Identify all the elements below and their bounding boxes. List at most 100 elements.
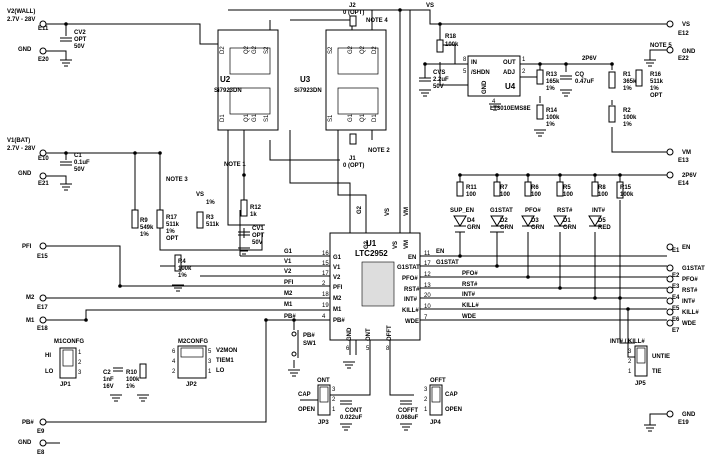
- jumper-j1[interactable]: NOTE 2 J1 0 (OPT): [343, 133, 390, 169]
- r11-resistor: R11 100: [456, 181, 477, 198]
- svg-text:PB#: PB#: [284, 314, 296, 320]
- jumper-jp4[interactable]: OFFT CAP OPEN 3 2 1 JP4: [424, 378, 462, 426]
- svg-text:OPEN: OPEN: [445, 407, 462, 413]
- c2-capacitor: C2 1nF 16V: [103, 367, 123, 390]
- c1-capacitor: C1 0.1uF 50V: [60, 153, 90, 173]
- svg-text:Q1: Q1: [244, 113, 250, 122]
- svg-text:D2: D2: [500, 218, 508, 224]
- terminal-dot: [666, 319, 674, 327]
- svg-text:PFO#: PFO#: [462, 271, 478, 277]
- svg-text:100k: 100k: [126, 377, 140, 383]
- terminal-dot: [666, 308, 674, 316]
- terminal-dot: [39, 418, 47, 426]
- svg-text:E4: E4: [672, 295, 680, 301]
- svg-text:M2: M2: [284, 291, 293, 297]
- cvs-capacitor: CVS 2.2uF 50V: [419, 70, 449, 90]
- switch-sw1[interactable]: PB# SW1: [291, 330, 317, 358]
- terminal-2p6v-e14[interactable]: 2P6V E14: [666, 171, 697, 187]
- j2-body: [349, 15, 357, 27]
- terminal-gnd-e8[interactable]: GND E8: [18, 439, 47, 456]
- svg-text:12: 12: [424, 272, 431, 278]
- jp1-body: [59, 347, 77, 379]
- terminal-vm-e13[interactable]: VM E13: [666, 148, 691, 164]
- terminal-gnd-e20[interactable]: GND E20: [18, 47, 49, 63]
- svg-text:GND: GND: [18, 440, 32, 446]
- r17-resistor: NOTE 3 R17 511k 1% OPT: [156, 177, 188, 242]
- terminal-v1bat[interactable]: V1(BAT) 2.7V - 28V E10: [7, 138, 49, 162]
- r16-resistor: NOTE 5 R16 511k 1% OPT: [635, 43, 672, 99]
- svg-text:E18: E18: [37, 326, 48, 332]
- terminal-en-e1[interactable]: EN E1: [666, 243, 690, 254]
- svg-text:1%: 1%: [178, 273, 187, 279]
- led-row: R11 100 SUP_EN D4 GRN R7 100 G1STAT D2 O…: [450, 181, 634, 231]
- svg-text:2: 2: [172, 369, 176, 375]
- svg-text:NOTE 5: NOTE 5: [650, 43, 672, 49]
- svg-text:8: 8: [386, 346, 390, 352]
- svg-text:100: 100: [563, 192, 574, 198]
- terminal-pbn[interactable]: PB# E9: [22, 418, 47, 435]
- svg-text:NOTE 4: NOTE 4: [366, 18, 388, 24]
- svg-text:EN: EN: [408, 255, 416, 261]
- terminal-dot: [39, 149, 47, 157]
- jumper-jp5[interactable]: INT# / KILL# UNTIE TIE 3 2 1 JP5: [610, 339, 670, 387]
- svg-text:E20: E20: [38, 57, 49, 63]
- svg-text:1%: 1%: [140, 232, 149, 238]
- terminal-pfi[interactable]: PFI E15: [22, 242, 48, 260]
- svg-text:D2: D2: [220, 46, 226, 54]
- terminal-vs-e12[interactable]: VS E12: [666, 20, 690, 37]
- terminal-m1[interactable]: M1 E18: [26, 316, 48, 332]
- svg-text:E1: E1: [672, 248, 680, 254]
- svg-text:OPEN: OPEN: [298, 407, 315, 413]
- jp4-shunt: [431, 386, 441, 403]
- vs-net-label: VS: [426, 3, 434, 9]
- svg-text:SW1: SW1: [303, 341, 317, 347]
- svg-text:R11: R11: [466, 185, 477, 191]
- svg-text:2.7V - 28V: 2.7V - 28V: [7, 17, 35, 23]
- jumper-jp1[interactable]: M1CONFG HI LO 1 2 3 JP1: [45, 339, 84, 388]
- u1-net-labels: G1 V1 V2 PFI M2 M1 PB# EN G1STAT PFO# RS…: [284, 205, 479, 320]
- terminal-gnd-e22[interactable]: GND E22: [666, 46, 696, 62]
- terminal-int-e5[interactable]: INT# E5: [666, 297, 696, 312]
- terminal-v2wall[interactable]: V2(WALL) 2.7V - 28V E11: [7, 9, 49, 32]
- terminal-dot: [39, 242, 47, 250]
- svg-text:INT#: INT#: [682, 299, 696, 305]
- terminal-gnd-e19[interactable]: GND E19: [666, 410, 696, 426]
- terminal-m2[interactable]: M2 E17: [26, 294, 48, 311]
- jumper-jp2[interactable]: M2CONFG 6 4 2 5 3 1 V2MON TIEM1 LO JP2: [172, 339, 237, 388]
- terminal-wde-e7[interactable]: WDE E7: [666, 319, 696, 334]
- svg-text:R18: R18: [445, 34, 457, 40]
- svg-text:D5: D5: [598, 218, 606, 224]
- svg-text:PB#: PB#: [22, 420, 34, 426]
- svg-text:V1(BAT): V1(BAT): [7, 138, 30, 144]
- jumper-j2[interactable]: J2 0 (OPT) NOTE 4: [343, 3, 388, 27]
- svg-text:M1: M1: [284, 302, 293, 308]
- svg-text:ORN: ORN: [500, 225, 513, 231]
- svg-text:V1: V1: [284, 259, 292, 265]
- terminal-gnd-e21[interactable]: GND E21: [18, 171, 49, 187]
- svg-text:WDE: WDE: [405, 319, 419, 325]
- svg-text:V2(WALL): V2(WALL): [7, 9, 35, 15]
- svg-text:G1: G1: [348, 113, 354, 122]
- svg-text:ADJ: ADJ: [503, 70, 515, 76]
- jumper-jp3[interactable]: ONT CAP OPEN 3 2 1 JP3: [298, 378, 336, 426]
- svg-text:E13: E13: [678, 158, 689, 164]
- svg-text:G1STAT: G1STAT: [490, 208, 513, 214]
- svg-text:RST#: RST#: [404, 287, 420, 293]
- 2p6v-net-label: 2P6V: [582, 56, 597, 62]
- terminal-pfo-e3[interactable]: PFO# E3: [666, 275, 698, 290]
- terminal-kill-e6[interactable]: KILL# E6: [666, 308, 699, 323]
- svg-text:18: 18: [322, 292, 329, 298]
- r9-resistor: R9 549k 1%: [131, 209, 154, 238]
- svg-text:E10: E10: [38, 156, 49, 162]
- terminal-rst-e4[interactable]: RST# E4: [666, 286, 698, 301]
- svg-text:19: 19: [322, 303, 329, 309]
- jp3-body: [317, 384, 331, 416]
- svg-text:Q2: Q2: [360, 45, 366, 54]
- svg-text:50V: 50V: [252, 240, 263, 246]
- terminal-dot: [39, 20, 47, 28]
- r4-resistor: R4 100k 1%: [174, 254, 192, 279]
- u1-ltc2952: U1 LTC2952 G1 V1 V2 PFI M2 M1 PB# 16 15 …: [322, 232, 431, 352]
- terminal-dot: [666, 20, 674, 28]
- svg-text:165k: 165k: [546, 79, 560, 85]
- terminal-g1stat-e2[interactable]: G1STAT E2: [666, 264, 705, 279]
